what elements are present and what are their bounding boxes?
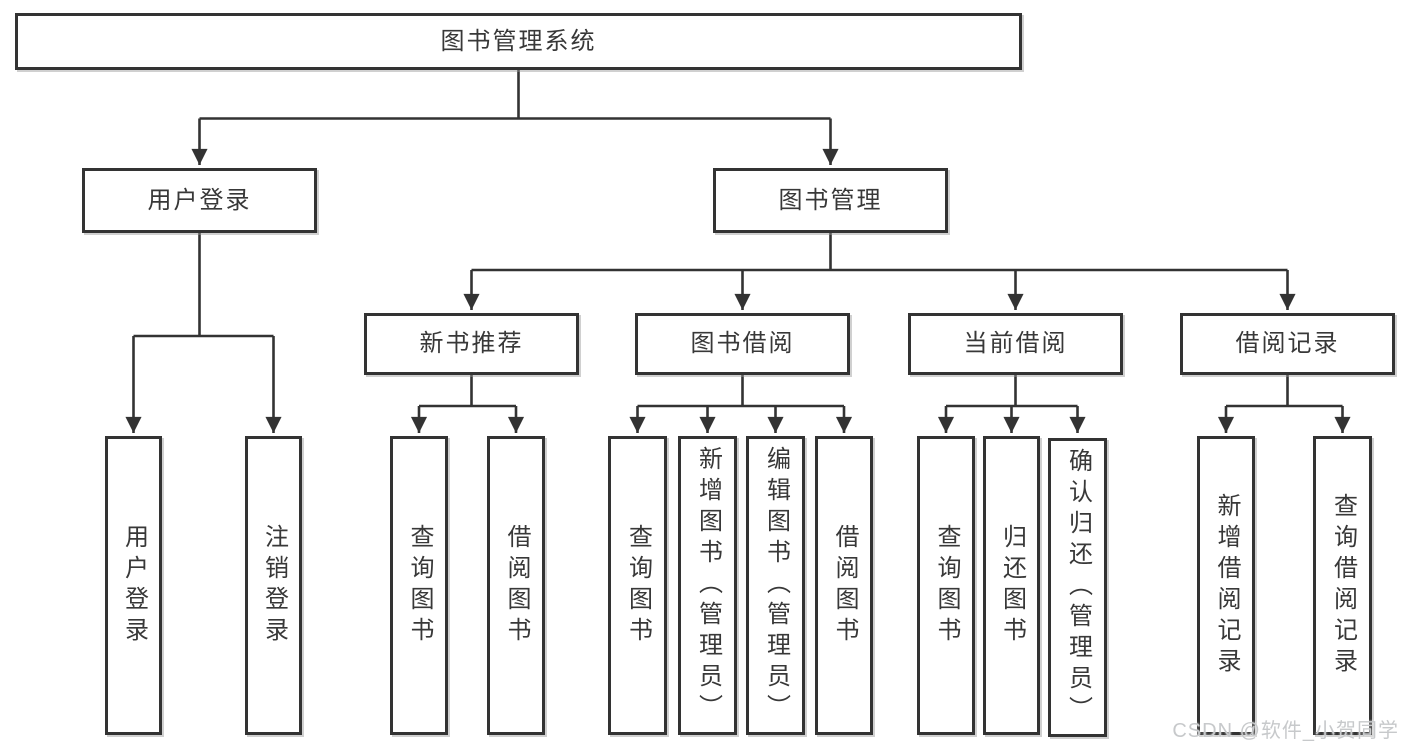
node-label: 查询图书 xyxy=(933,523,960,648)
node-leaf-edit-book-admin: 编辑图书（管理员） xyxy=(746,436,805,735)
node-label: 新书推荐 xyxy=(419,330,524,357)
node-book-borrow: 图书借阅 xyxy=(635,313,850,375)
node-borrow-records: 借阅记录 xyxy=(1180,313,1395,375)
node-leaf-query-book-1: 查询图书 xyxy=(390,436,448,735)
node-root-library-system: 图书管理系统 xyxy=(15,13,1022,70)
node-label: 借阅图书 xyxy=(503,523,530,648)
node-leaf-query-borrow-record: 查询借阅记录 xyxy=(1313,436,1372,735)
node-leaf-query-book-2: 查询图书 xyxy=(608,436,667,735)
node-leaf-confirm-return-admin: 确认归还（管理员） xyxy=(1048,438,1107,737)
node-label: 查询图书 xyxy=(406,523,433,648)
node-label: 借阅记录 xyxy=(1235,330,1340,357)
node-label: 当前借阅 xyxy=(963,330,1068,357)
node-label: 查询借阅记录 xyxy=(1329,492,1357,679)
node-leaf-return-book: 归还图书 xyxy=(983,436,1040,735)
node-leaf-user-login: 用户登录 xyxy=(105,436,162,735)
node-label: 图书管理 xyxy=(778,186,883,214)
node-label: 图书借阅 xyxy=(690,330,795,357)
node-leaf-borrow-book-1: 借阅图书 xyxy=(487,436,545,735)
node-leaf-query-book-3: 查询图书 xyxy=(917,436,975,735)
node-user-login-module: 用户登录 xyxy=(82,168,317,233)
node-label: 归还图书 xyxy=(998,523,1026,648)
node-label: 查询图书 xyxy=(624,523,652,648)
node-new-book-recommend: 新书推荐 xyxy=(364,313,579,375)
node-label: 注销登录 xyxy=(260,523,288,648)
node-label: 用户登录 xyxy=(147,186,252,214)
node-label: 新增图书（管理员） xyxy=(694,446,722,725)
csdn-watermark: CSDN @软件_小贺同学 xyxy=(1172,720,1399,742)
node-leaf-borrow-book-2: 借阅图书 xyxy=(815,436,873,735)
node-label: 图书管理系统 xyxy=(440,27,597,55)
node-current-borrow: 当前借阅 xyxy=(908,313,1123,375)
node-leaf-logout: 注销登录 xyxy=(245,436,302,735)
node-label: 借阅图书 xyxy=(831,523,858,648)
node-leaf-add-borrow-record: 新增借阅记录 xyxy=(1197,436,1255,735)
node-label: 确认归还（管理员） xyxy=(1064,448,1092,727)
node-book-management: 图书管理 xyxy=(713,168,948,233)
node-label: 新增借阅记录 xyxy=(1213,492,1240,679)
node-label: 用户登录 xyxy=(120,523,148,648)
node-leaf-add-book-admin: 新增图书（管理员） xyxy=(678,436,737,735)
node-label: 编辑图书（管理员） xyxy=(762,446,790,725)
